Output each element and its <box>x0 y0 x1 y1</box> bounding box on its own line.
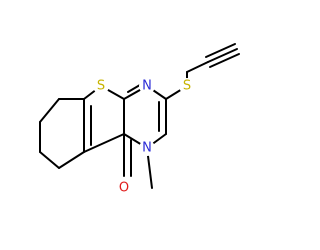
atom-layer: S N S N O <box>93 78 195 196</box>
molecule-canvas: S N S N O <box>39 43 240 196</box>
bond <box>83 133 125 153</box>
bond-layer <box>39 43 240 189</box>
bond <box>186 61 209 73</box>
sulfur-atom-thiophene: S <box>93 78 109 94</box>
sulfur-atom-thioether: S <box>179 78 195 94</box>
bond <box>39 151 60 169</box>
nitrogen-atom-ring-2: N <box>139 140 155 156</box>
atom-label: S <box>183 79 191 94</box>
bond <box>209 53 240 68</box>
atom-label: S <box>97 79 105 94</box>
molecule-structure: S N S N O <box>39 43 240 196</box>
nitrogen-atom-ring-1: N <box>139 78 155 94</box>
atom-label: O <box>119 181 129 196</box>
bond <box>58 151 85 169</box>
bond <box>39 98 60 123</box>
bond <box>207 48 238 63</box>
bond <box>205 43 236 58</box>
atom-label: N <box>142 141 152 156</box>
atom-label: N <box>142 79 152 94</box>
oxygen-atom-carbonyl: O <box>116 180 132 196</box>
